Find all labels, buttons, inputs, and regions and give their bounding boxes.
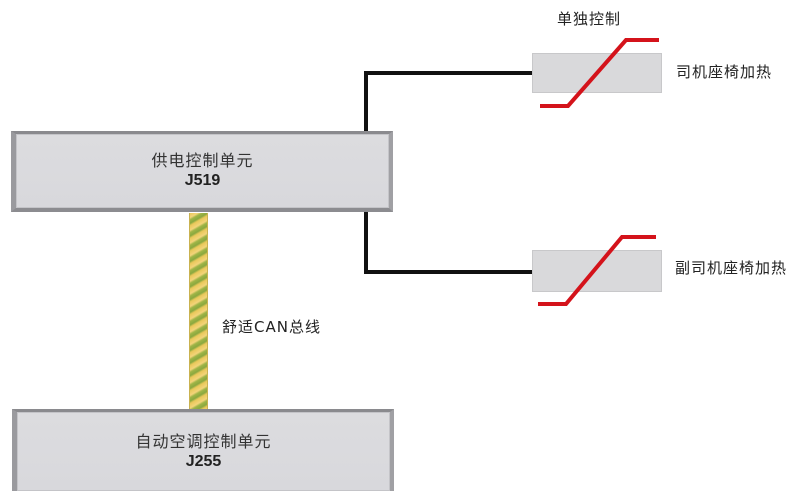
power-control-unit-j519: 供电控制单元 J519 [11,131,393,212]
passenger-seat-heater-box [532,250,662,292]
power-unit-code: J519 [184,172,221,189]
driver-seat-heater-label: 司机座椅加热 [676,63,773,81]
can-bus-label: 舒适CAN总线 [222,318,321,336]
passenger-seat-heater-label: 副司机座椅加热 [675,259,788,277]
wire-passenger-heater [364,212,533,274]
climate-control-unit-j255: 自动空调控制单元 J255 [12,409,394,491]
wire-driver-heater [364,71,533,131]
comfort-can-bus [189,213,208,410]
power-unit-name: 供电控制单元 [151,151,254,170]
climate-unit-name: 自动空调控制单元 [135,431,272,451]
control-mode-label: 单独控制 [557,10,622,28]
climate-unit-code: J255 [185,452,222,470]
